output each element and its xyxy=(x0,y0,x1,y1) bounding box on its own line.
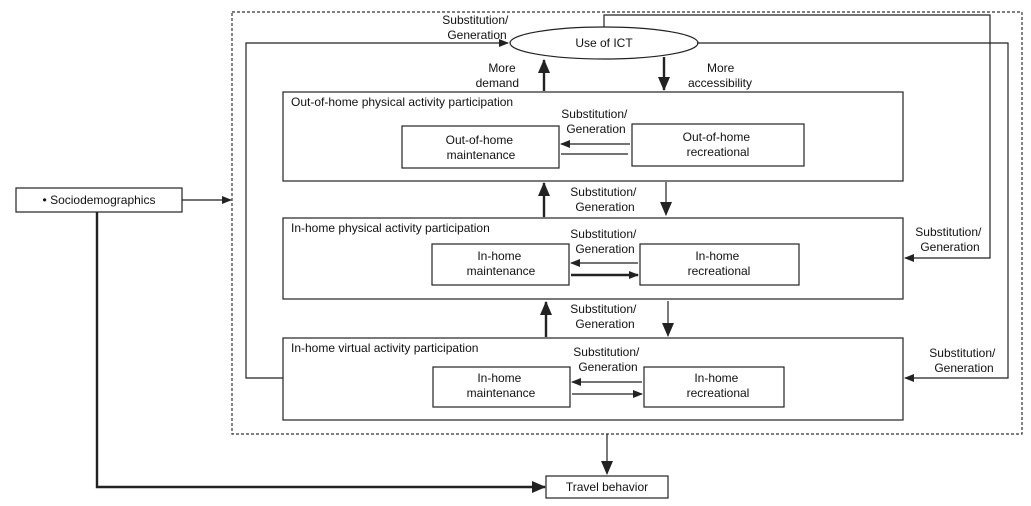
in-home-physical-recreational-label: In-home recreational xyxy=(688,249,751,278)
ict-to-physical-edge-label-line-2: Generation xyxy=(920,240,979,254)
out-of-home-internal-edge-label-line-2: Generation xyxy=(566,122,625,136)
physical-virtual-edge-label-line-2: Generation xyxy=(575,317,634,331)
in-home-virtual-recreational-line-1: In-home xyxy=(694,371,738,385)
more-accessibility-line-1: More xyxy=(707,61,735,75)
use-of-ict-label: Use of ICT xyxy=(575,36,633,50)
in-home-virtual-internal-edge-label-line-2: Generation xyxy=(578,360,637,374)
more-accessibility-label: More accessibility xyxy=(688,61,752,90)
in-home-virtual-internal-edge-label-line-1: Substitution/ xyxy=(573,345,640,359)
sociodemographics-to-travel-arrow xyxy=(95,212,546,493)
ict-system-boundary xyxy=(231,11,1023,435)
ict-to-virtual-edge-label: Substitution/ Generation xyxy=(929,346,998,375)
in-home-virtual-group-title: In-home virtual activity participation xyxy=(291,341,478,355)
travel-behavior-label: Travel behavior xyxy=(566,480,648,494)
in-home-physical-recreational-node xyxy=(639,243,800,286)
virtual-to-ict-feedback-arrow xyxy=(245,39,509,379)
in-home-virtual-internal-edge-label: Substitution/ Generation xyxy=(573,345,642,374)
in-home-physical-group-title: In-home physical activity participation xyxy=(291,221,490,235)
out-of-home-in-home-edge-label: Substitution/ Generation xyxy=(570,185,639,214)
out-of-home-internal-edge-label-line-1: Substitution/ xyxy=(561,107,628,121)
out-of-home-recreational-label: Out-of-home recreational xyxy=(683,130,754,159)
more-accessibility-line-2: accessibility xyxy=(688,76,752,90)
in-home-physical-group xyxy=(282,217,904,300)
sociodemographics-node xyxy=(15,187,183,213)
ict-to-virtual-edge-label-line-1: Substitution/ xyxy=(929,346,996,360)
virtual-to-ict-edge-label-line-2: Generation xyxy=(447,28,506,42)
physical-virtual-edge-label-line-1: Substitution/ xyxy=(570,302,637,316)
out-of-home-internal-edge-label: Substitution/ Generation xyxy=(561,107,630,136)
out-of-home-maintenance-line-2: maintenance xyxy=(447,148,516,162)
physical-virtual-edge-label: Substitution/ Generation xyxy=(570,302,639,331)
in-home-virtual-recreational-label: In-home recreational xyxy=(687,371,750,400)
in-home-physical-recreational-line-2: recreational xyxy=(688,264,751,278)
ict-to-in-home-virtual-loop xyxy=(697,42,1009,382)
out-of-home-in-home-edge-label-line-2: Generation xyxy=(575,200,634,214)
in-home-virtual-maintenance-node xyxy=(432,366,571,408)
virtual-to-ict-edge-label: Substitution/ Generation xyxy=(442,13,511,42)
in-home-physical-recreational-line-1: In-home xyxy=(695,249,739,263)
travel-behavior-node xyxy=(545,475,669,499)
out-of-home-recreational-node xyxy=(631,123,805,167)
ict-to-virtual-edge-label-line-2: Generation xyxy=(934,361,993,375)
in-home-physical-internal-edge-label: Substitution/ Generation xyxy=(570,227,639,256)
out-of-home-in-home-edge-label-line-1: Substitution/ xyxy=(570,185,637,199)
more-demand-line-2: demand xyxy=(476,76,519,90)
in-home-physical-maintenance-label: In-home maintenance xyxy=(467,249,536,278)
more-demand-line-1: More xyxy=(488,61,516,75)
more-demand-label: More demand xyxy=(476,61,519,90)
virtual-to-ict-edge-label-line-1: Substitution/ xyxy=(442,13,509,27)
in-home-virtual-maintenance-line-2: maintenance xyxy=(467,386,536,400)
in-home-physical-maintenance-line-2: maintenance xyxy=(467,264,536,278)
in-home-physical-internal-edge-label-line-2: Generation xyxy=(575,242,634,256)
in-home-virtual-recreational-line-2: recreational xyxy=(687,386,750,400)
out-of-home-recreational-line-1: Out-of-home xyxy=(683,130,751,144)
out-of-home-group-title: Out-of-home physical activity participat… xyxy=(291,95,513,109)
ict-to-physical-edge-label: Substitution/ Generation xyxy=(915,225,984,254)
out-of-home-maintenance-label: Out-of-home maintenance xyxy=(446,133,517,162)
out-of-home-maintenance-node xyxy=(401,125,560,169)
in-home-physical-maintenance-line-1: In-home xyxy=(477,249,521,263)
ict-to-in-home-physical-loop xyxy=(603,14,991,262)
in-home-physical-internal-edge-label-line-1: Substitution/ xyxy=(570,227,637,241)
out-of-home-maintenance-line-1: Out-of-home xyxy=(446,133,514,147)
in-home-virtual-group xyxy=(282,337,904,421)
in-home-physical-maintenance-node xyxy=(431,243,570,286)
in-home-virtual-maintenance-line-1: In-home xyxy=(477,371,521,385)
in-home-virtual-maintenance-label: In-home maintenance xyxy=(467,371,536,400)
in-home-virtual-recreational-node xyxy=(643,366,785,408)
ict-to-physical-edge-label-line-1: Substitution/ xyxy=(915,225,982,239)
out-of-home-recreational-line-2: recreational xyxy=(687,145,750,159)
sociodemographics-label: • Sociodemographics xyxy=(43,193,156,207)
